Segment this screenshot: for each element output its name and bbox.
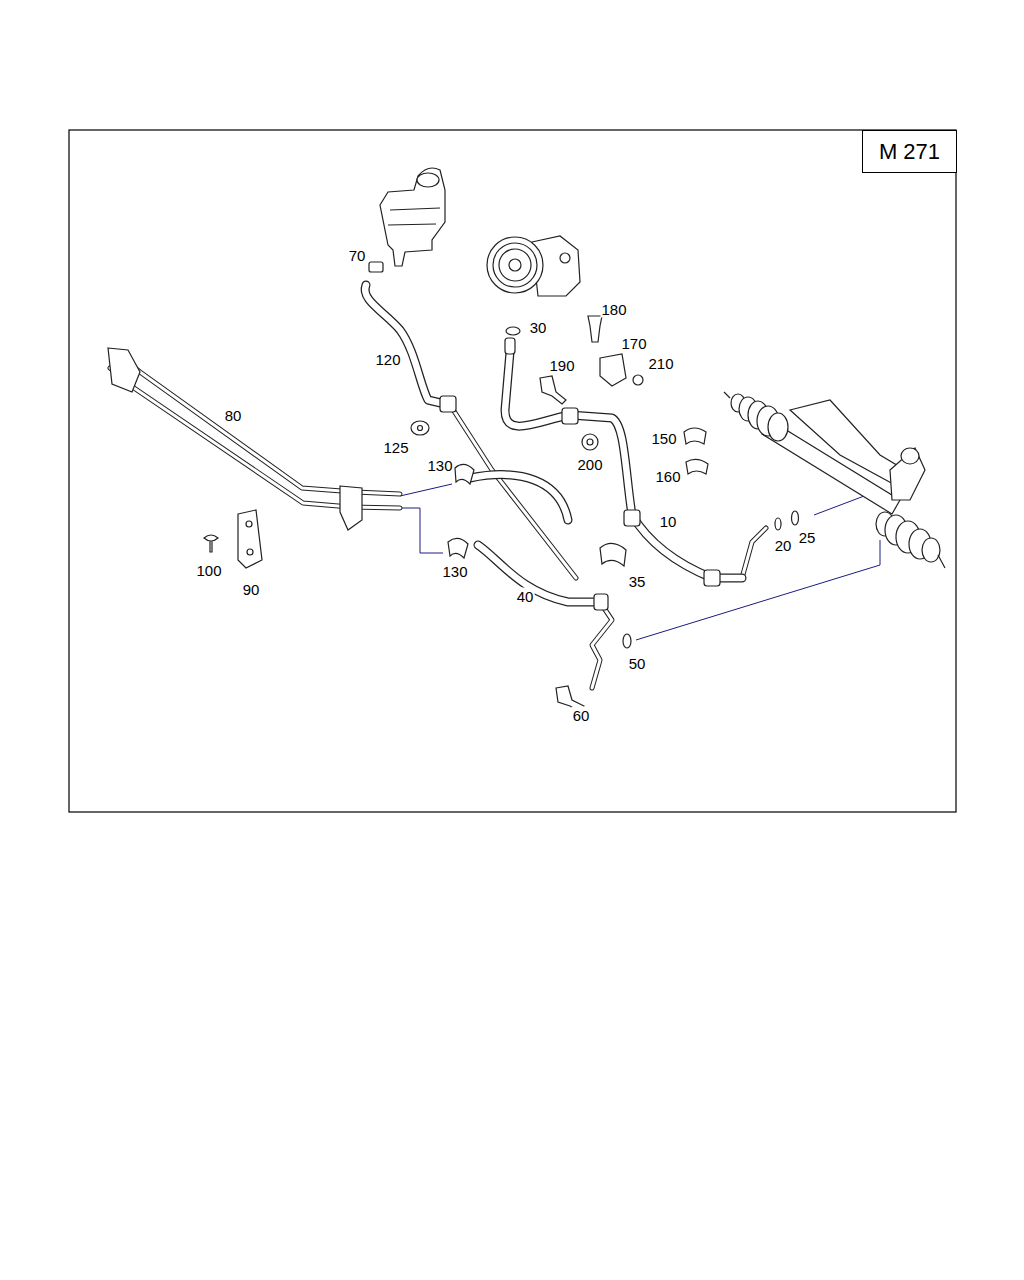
pump-shape bbox=[487, 237, 543, 293]
pipes-shape bbox=[592, 602, 612, 688]
pump bbox=[487, 236, 580, 335]
hoses-shape bbox=[365, 285, 445, 404]
callout-number: 130 bbox=[426, 457, 453, 474]
hoses-shape bbox=[594, 594, 608, 610]
pump-shape bbox=[509, 259, 521, 271]
model-code: M 271 bbox=[879, 139, 940, 165]
hoses-shape bbox=[478, 545, 596, 602]
hoses bbox=[365, 285, 742, 610]
steering-rack-shape bbox=[901, 448, 919, 464]
hoses-shape bbox=[704, 570, 720, 586]
leader-line-shape bbox=[400, 508, 443, 553]
hoses-shape bbox=[365, 285, 445, 404]
pipes-shape bbox=[742, 528, 766, 578]
steering-rack-shape bbox=[768, 413, 788, 441]
steering-rack-shape bbox=[724, 392, 945, 568]
callout-number: 60 bbox=[572, 707, 591, 724]
hoses-shape bbox=[470, 475, 568, 520]
fasteners bbox=[204, 316, 799, 712]
hoses-shape bbox=[478, 545, 596, 602]
callout-number: 190 bbox=[548, 357, 575, 374]
callout-number: 25 bbox=[798, 529, 817, 546]
callout-number: 20 bbox=[774, 537, 793, 554]
fasteners-shape bbox=[633, 375, 643, 385]
fasteners-shape bbox=[792, 511, 799, 525]
pump-shape bbox=[560, 253, 570, 263]
pipes-shape bbox=[108, 348, 140, 392]
reservoir bbox=[369, 168, 445, 272]
callout-number: 80 bbox=[224, 407, 243, 424]
model-code-box: M 271 bbox=[862, 130, 957, 173]
callout-number: 125 bbox=[382, 439, 409, 456]
reservoir-shape bbox=[417, 173, 439, 187]
callout-number: 30 bbox=[529, 319, 548, 336]
fasteners-shape bbox=[684, 428, 706, 444]
fasteners-shape bbox=[418, 426, 423, 431]
fasteners-shape bbox=[600, 354, 626, 386]
fasteners-shape bbox=[686, 459, 708, 474]
reservoir-shape bbox=[388, 208, 440, 225]
fasteners-shape bbox=[587, 439, 593, 445]
callout-number: 10 bbox=[659, 513, 678, 530]
pipes-shape bbox=[592, 602, 612, 688]
fasteners-shape bbox=[238, 510, 262, 568]
steering-rack bbox=[724, 392, 945, 568]
callout-number: 120 bbox=[374, 351, 401, 368]
steering-rack-shape bbox=[790, 400, 905, 485]
fasteners-shape bbox=[600, 543, 626, 566]
fasteners-shape bbox=[411, 421, 429, 435]
fasteners-shape bbox=[448, 538, 468, 558]
frame bbox=[69, 130, 956, 812]
pump-shape bbox=[493, 243, 537, 287]
hoses-shape bbox=[562, 408, 578, 424]
reservoir-shape bbox=[380, 168, 445, 266]
fasteners-shape bbox=[540, 376, 566, 404]
callout-number: 90 bbox=[242, 581, 261, 598]
fasteners-shape bbox=[247, 549, 253, 555]
pipes-shape bbox=[340, 486, 362, 530]
callout-number: 160 bbox=[654, 468, 681, 485]
fasteners-shape bbox=[623, 634, 631, 648]
callout-number: 180 bbox=[600, 301, 627, 318]
hoses-shape bbox=[505, 338, 515, 354]
callout-number: 50 bbox=[628, 655, 647, 672]
callout-number: 40 bbox=[516, 588, 535, 605]
fasteners-shape bbox=[775, 518, 781, 530]
fasteners-shape bbox=[455, 464, 474, 484]
callout-number: 200 bbox=[576, 456, 603, 473]
callout-number: 150 bbox=[650, 430, 677, 447]
fasteners-shape bbox=[588, 316, 602, 342]
fasteners-shape bbox=[582, 434, 598, 450]
callout-number: 35 bbox=[628, 573, 647, 590]
steering-rack-shape bbox=[922, 538, 940, 562]
pipes-shape bbox=[742, 528, 766, 578]
pump-shape bbox=[499, 249, 531, 281]
leader-line bbox=[400, 484, 880, 640]
steering-rack-shape bbox=[890, 448, 925, 500]
callout-number: 100 bbox=[195, 562, 222, 579]
callout-number: 70 bbox=[348, 247, 367, 264]
reservoir-shape bbox=[369, 262, 383, 272]
callout-number: 210 bbox=[647, 355, 674, 372]
hoses-shape bbox=[470, 475, 568, 520]
hoses-shape bbox=[505, 352, 742, 578]
hoses-shape bbox=[440, 396, 456, 412]
pipes-shape bbox=[452, 408, 576, 578]
hoses-shape bbox=[505, 352, 742, 578]
callout-number: 130 bbox=[441, 563, 468, 580]
callout-number: 170 bbox=[620, 335, 647, 352]
pump-shape bbox=[506, 327, 520, 335]
fasteners-shape bbox=[246, 521, 252, 527]
fasteners-shape bbox=[204, 535, 218, 552]
pipes-shape bbox=[452, 408, 576, 578]
leader-line-shape bbox=[400, 484, 452, 496]
hoses-shape bbox=[624, 510, 640, 526]
